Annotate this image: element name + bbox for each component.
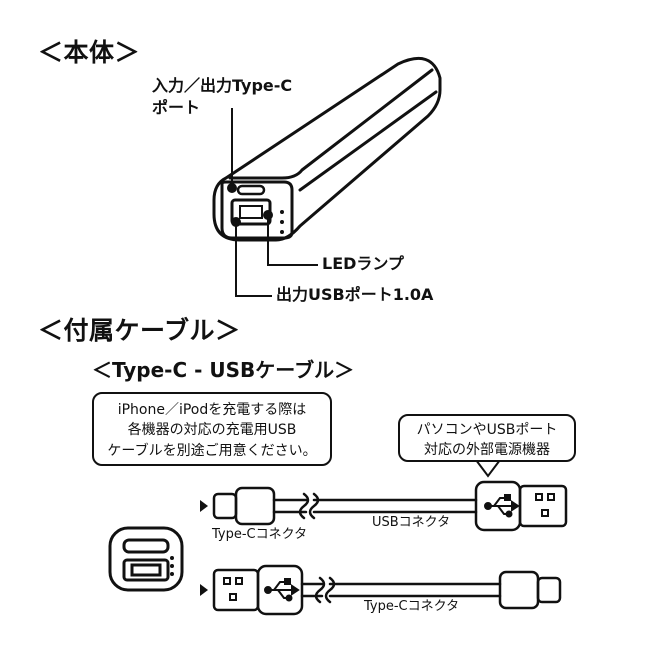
pc-note-line2: 対応の外部電源機器 bbox=[424, 442, 550, 459]
usb-symbol-icon bbox=[484, 494, 520, 518]
pc-note-line1: パソコンやUSBポート bbox=[416, 422, 558, 438]
usb-connector-face-icon-bottom bbox=[223, 577, 243, 601]
typec-port-label-line1: 入力／出力Type-C bbox=[152, 76, 293, 95]
usb-port-label: 出力USBポート1.0A bbox=[276, 285, 434, 304]
device-front-view bbox=[108, 526, 184, 592]
typec-port-icon bbox=[236, 184, 266, 196]
led-indicator-icon bbox=[280, 210, 284, 234]
iphone-note-bubble: iPhone／iPodを充電する際は 各機器の対応の充電用USB ケーブルを別途… bbox=[92, 392, 332, 466]
power-bank-illustration bbox=[212, 56, 442, 242]
cable-bottom bbox=[200, 564, 562, 616]
typec-port-label-line2: ポート bbox=[152, 98, 201, 117]
typec-connector-label-top: Type-Cコネクタ bbox=[212, 527, 308, 542]
usb-connector-face-icon bbox=[535, 493, 555, 517]
pc-note-bubble: パソコンやUSBポート 対応の外部電源機器 bbox=[398, 414, 576, 462]
cable-top bbox=[200, 480, 568, 532]
iphone-note-line2: 各機器の対応の充電用USB bbox=[127, 422, 297, 439]
cable-section-heading: ＜付属ケーブル＞ bbox=[38, 316, 241, 345]
led-lamp-label: LEDランプ bbox=[322, 254, 404, 273]
usb-connector-label: USBコネクタ bbox=[372, 515, 451, 530]
typec-connector-label-bottom: Type-Cコネクタ bbox=[364, 599, 460, 614]
iphone-note-line3: ケーブルを別途ご用意ください。 bbox=[107, 442, 317, 459]
usb-symbol-icon-bottom bbox=[264, 578, 300, 602]
body-section-heading: ＜本体＞ bbox=[38, 38, 141, 67]
cable-subheading: ＜Type-C - USBケーブル＞ bbox=[92, 358, 355, 382]
iphone-note-line1: iPhone／iPodを充電する際は bbox=[117, 402, 307, 418]
leader-lines bbox=[227, 108, 318, 297]
bubble-pointers bbox=[475, 459, 501, 478]
